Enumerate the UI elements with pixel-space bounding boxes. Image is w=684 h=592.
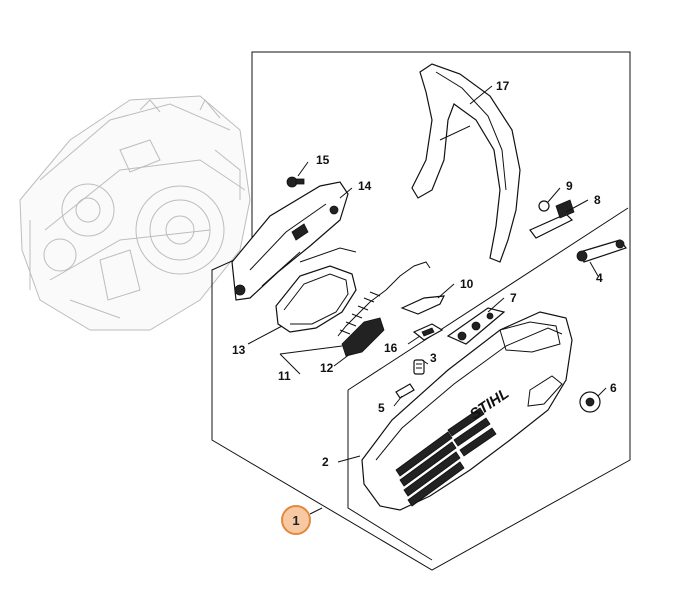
callout-1[interactable]: 1 (292, 513, 299, 528)
leader-lines (247, 85, 607, 463)
callout-7[interactable]: 7 (510, 291, 517, 305)
inner-frame (347, 207, 629, 561)
callout-13[interactable]: 13 (232, 343, 246, 357)
callout-8[interactable]: 8 (594, 193, 601, 207)
callout-15[interactable]: 15 (316, 153, 330, 167)
cooling-slots (395, 407, 497, 507)
tensioner-part-4[interactable] (576, 239, 627, 263)
bolt-part-3[interactable] (413, 359, 425, 375)
callout-2[interactable]: 2 (322, 455, 329, 469)
nut-part-6[interactable] (579, 391, 601, 413)
bracket-part-10[interactable] (400, 295, 446, 315)
brake-plate-part[interactable] (231, 181, 349, 301)
callout-16[interactable]: 16 (384, 341, 398, 355)
block-part-16[interactable] (412, 323, 444, 341)
callout-12[interactable]: 12 (320, 361, 334, 375)
screw-part-15[interactable] (286, 176, 305, 188)
callout-3[interactable]: 3 (430, 351, 437, 365)
decal-part-7[interactable] (446, 307, 506, 345)
clip-part-9[interactable] (538, 200, 550, 212)
brake-band-part[interactable] (275, 247, 357, 333)
engine-housing-ghost (19, 95, 251, 331)
brake-spring-part[interactable] (337, 261, 431, 357)
lever-part-8[interactable] (529, 199, 575, 239)
callout-17[interactable]: 17 (496, 79, 510, 93)
callout-5[interactable]: 5 (378, 401, 385, 415)
sprocket-cover-part[interactable]: STIHL (361, 311, 573, 511)
callout-1-highlight[interactable]: 1 (281, 505, 323, 535)
pin-part-5[interactable] (395, 383, 415, 399)
callout-11[interactable]: 11 (278, 369, 291, 383)
callout-14[interactable]: 14 (358, 179, 372, 193)
hand-guard-part[interactable] (411, 63, 521, 263)
callout-10[interactable]: 10 (460, 277, 474, 291)
callout-9[interactable]: 9 (566, 179, 573, 193)
callout-4[interactable]: 4 (596, 271, 603, 285)
callout-6[interactable]: 6 (610, 381, 617, 395)
